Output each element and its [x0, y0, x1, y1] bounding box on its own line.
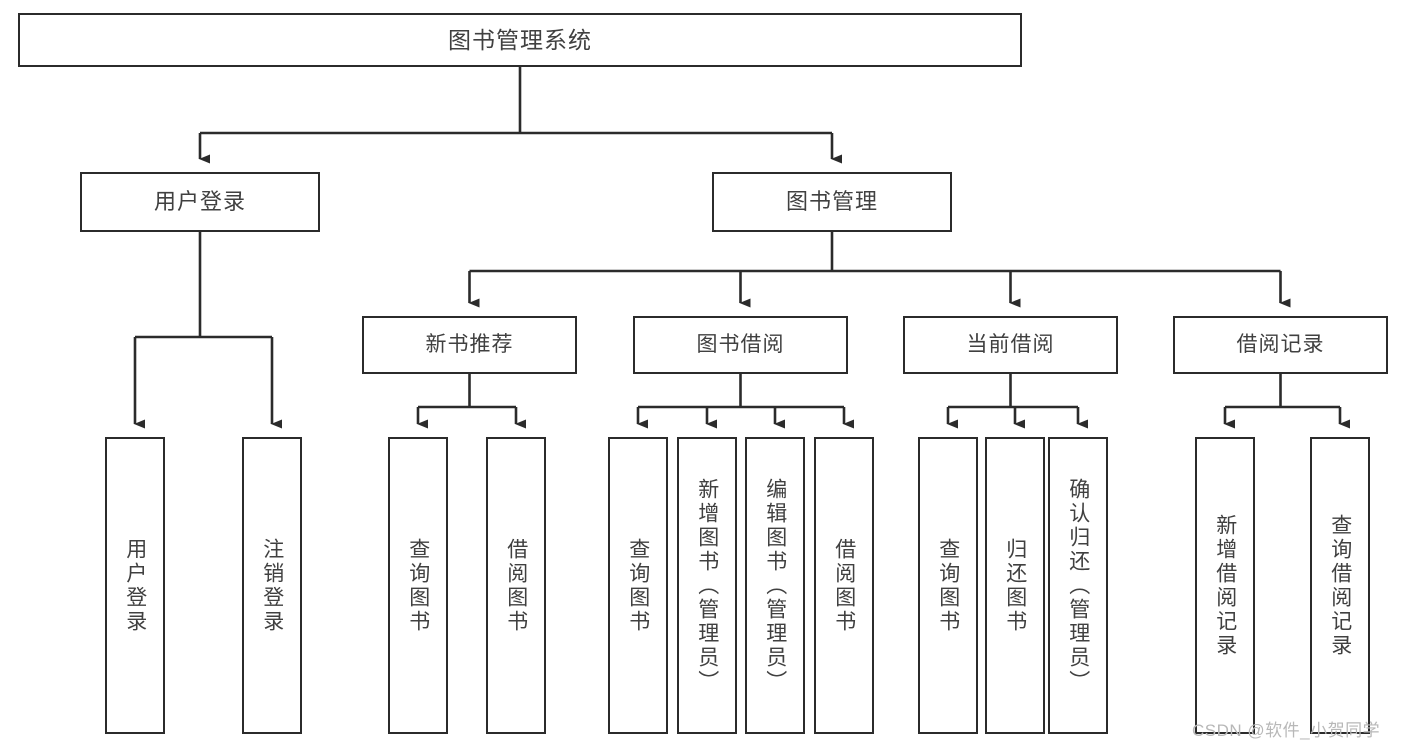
node-leaf_return_book[interactable]: 归还图书 — [985, 437, 1045, 734]
node-leaf_query_book_3-label: 查询图书 — [936, 537, 960, 634]
node-leaf_borrow_book_2[interactable]: 借阅图书 — [814, 437, 874, 734]
node-leaf_user_login[interactable]: 用户登录 — [105, 437, 165, 734]
node-leaf_return_book-label: 归还图书 — [1003, 537, 1027, 634]
node-leaf_query_record-label: 查询借阅记录 — [1328, 513, 1352, 658]
node-leaf_query_record[interactable]: 查询借阅记录 — [1310, 437, 1370, 734]
node-leaf_confirm_return[interactable]: 确认归还（管理员） — [1048, 437, 1108, 734]
node-user_login[interactable]: 用户登录 — [80, 172, 320, 232]
watermark: CSDN @软件_小贺同学 — [1192, 721, 1381, 740]
node-leaf_borrow_book_1[interactable]: 借阅图书 — [486, 437, 546, 734]
node-new_book_rec[interactable]: 新书推荐 — [362, 316, 577, 374]
node-book_borrow[interactable]: 图书借阅 — [633, 316, 848, 374]
node-leaf_user_login-label: 用户登录 — [123, 537, 147, 634]
node-root-label: 图书管理系统 — [448, 26, 592, 53]
node-leaf_confirm_return-label: 确认归还（管理员） — [1066, 477, 1090, 694]
node-leaf_logout-label: 注销登录 — [260, 537, 284, 634]
node-book_borrow-label: 图书借阅 — [696, 332, 785, 356]
node-borrow_record[interactable]: 借阅记录 — [1173, 316, 1388, 374]
node-leaf_borrow_book_2-label: 借阅图书 — [832, 537, 856, 634]
node-leaf_add_record-label: 新增借阅记录 — [1213, 513, 1237, 658]
node-leaf_add_record[interactable]: 新增借阅记录 — [1195, 437, 1255, 734]
node-leaf_query_book_2[interactable]: 查询图书 — [608, 437, 668, 734]
node-current_borrow[interactable]: 当前借阅 — [903, 316, 1118, 374]
node-leaf_edit_book-label: 编辑图书（管理员） — [763, 477, 787, 694]
node-leaf_logout[interactable]: 注销登录 — [242, 437, 302, 734]
node-borrow_record-label: 借阅记录 — [1236, 332, 1325, 356]
node-new_book_rec-label: 新书推荐 — [425, 332, 514, 356]
node-book_manage-label: 图书管理 — [785, 189, 878, 215]
node-user_login-label: 用户登录 — [153, 189, 246, 215]
node-root[interactable]: 图书管理系统 — [18, 13, 1022, 67]
node-leaf_add_book[interactable]: 新增图书（管理员） — [677, 437, 737, 734]
node-current_borrow-label: 当前借阅 — [966, 332, 1055, 356]
node-leaf_query_book_1-label: 查询图书 — [406, 537, 430, 634]
node-leaf_add_book-label: 新增图书（管理员） — [695, 477, 719, 694]
node-book_manage[interactable]: 图书管理 — [712, 172, 952, 232]
node-leaf_edit_book[interactable]: 编辑图书（管理员） — [745, 437, 805, 734]
node-leaf_query_book_3[interactable]: 查询图书 — [918, 437, 978, 734]
node-leaf_query_book_1[interactable]: 查询图书 — [388, 437, 448, 734]
node-leaf_query_book_2-label: 查询图书 — [626, 537, 650, 634]
node-leaf_borrow_book_1-label: 借阅图书 — [504, 537, 528, 634]
